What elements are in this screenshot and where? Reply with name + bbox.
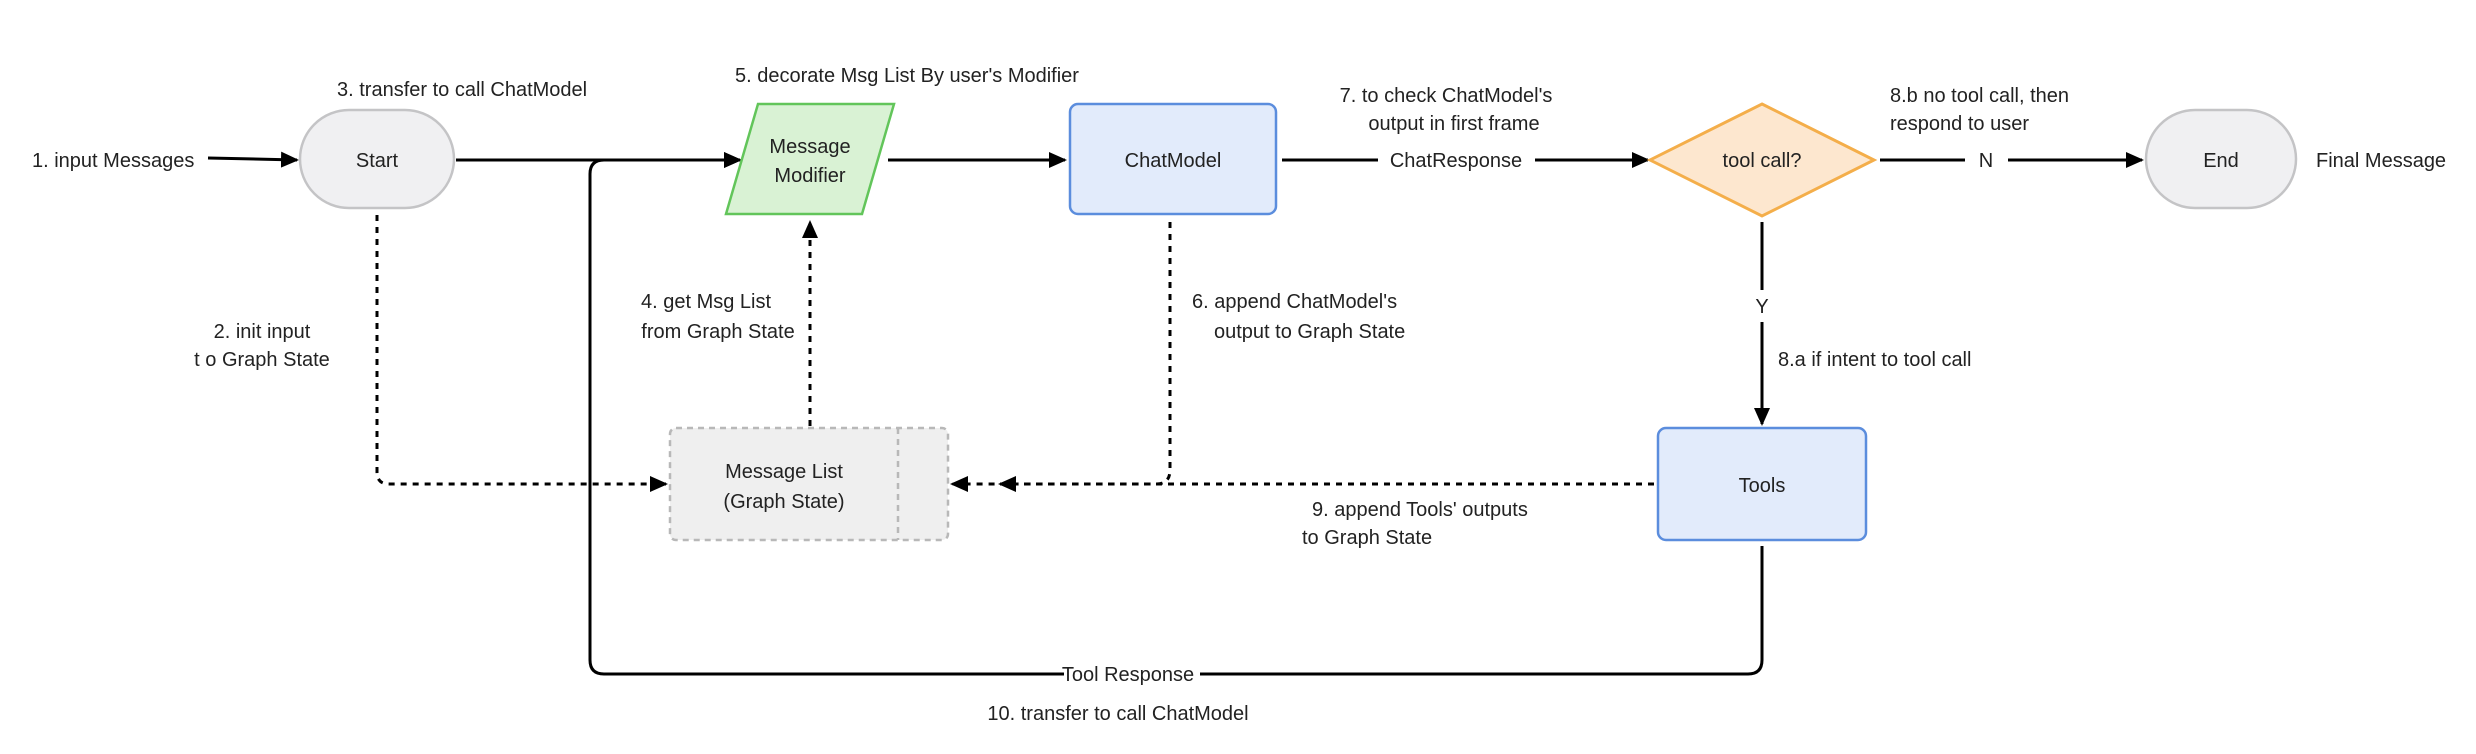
label-check-chatmodel-line1: 7. to check ChatModel's — [1340, 85, 1553, 107]
label-input-messages: 1. input Messages — [32, 150, 194, 172]
start-label: Start — [356, 150, 399, 172]
edge-input-to-start — [207, 151, 299, 168]
label-final-message: Final Message — [2316, 150, 2446, 172]
label-transfer-call-chatmodel-10: 10. transfer to call ChatModel — [987, 703, 1248, 725]
start-node — [298, 108, 456, 210]
edge-tools-loop-back-part2 — [588, 152, 1064, 676]
label-append-chatmodel-line2: output to Graph State — [1214, 321, 1405, 343]
label-check-chatmodel-line2: output in first frame — [1368, 113, 1539, 135]
edge-start-to-state — [375, 215, 668, 492]
message-list-state-label-line2: (Graph State) — [723, 491, 844, 513]
end-label: End — [2203, 150, 2239, 172]
edge-tools-loop-back-part1 — [1200, 546, 1764, 676]
tool-call-decision-label: tool call? — [1723, 150, 1802, 172]
end-node — [2144, 108, 2298, 210]
message-list-state-node — [668, 426, 950, 542]
label-init-input-line1: 2. init input — [214, 321, 311, 343]
chatmodel-label: ChatModel — [1125, 150, 1222, 172]
label-no-tool-call-line1: 8.b no tool call, then — [1890, 85, 2069, 107]
message-modifier-label-line1: Message — [769, 136, 850, 158]
message-modifier-label-line2: Modifier — [774, 165, 845, 187]
edge-chatmodel-to-state — [950, 222, 1172, 492]
label-branch-no: N — [1979, 150, 1993, 172]
label-no-tool-call-line2: respond to user — [1890, 113, 2029, 135]
label-branch-yes: Y — [1755, 296, 1768, 318]
tools-node — [1656, 426, 1868, 542]
label-append-tools-line2: to Graph State — [1302, 527, 1432, 549]
tool-call-decision-node — [1646, 102, 1878, 218]
label-intent-tool-call: 8.a if intent to tool call — [1778, 349, 1971, 371]
tools-label: Tools — [1739, 475, 1786, 497]
label-append-tools-line1: 9. append Tools' outputs — [1312, 499, 1528, 521]
label-init-input-line2: t o Graph State — [194, 349, 330, 371]
label-chat-response: ChatResponse — [1390, 150, 1522, 172]
message-modifier-node — [724, 102, 896, 216]
label-append-chatmodel-line1: 6. append ChatModel's — [1192, 291, 1397, 313]
message-list-state-label-line1: Message List — [725, 461, 843, 483]
label-tool-response: Tool Response — [1062, 664, 1194, 686]
label-get-msg-list-line2: from Graph State — [641, 321, 794, 343]
label-decorate-msg: 5. decorate Msg List By user's Modifier — [735, 65, 1079, 87]
label-transfer-to-call: 3. transfer to call ChatModel — [337, 79, 587, 101]
chatmodel-node — [1068, 102, 1278, 216]
label-get-msg-list-line1: 4. get Msg List — [641, 291, 772, 313]
